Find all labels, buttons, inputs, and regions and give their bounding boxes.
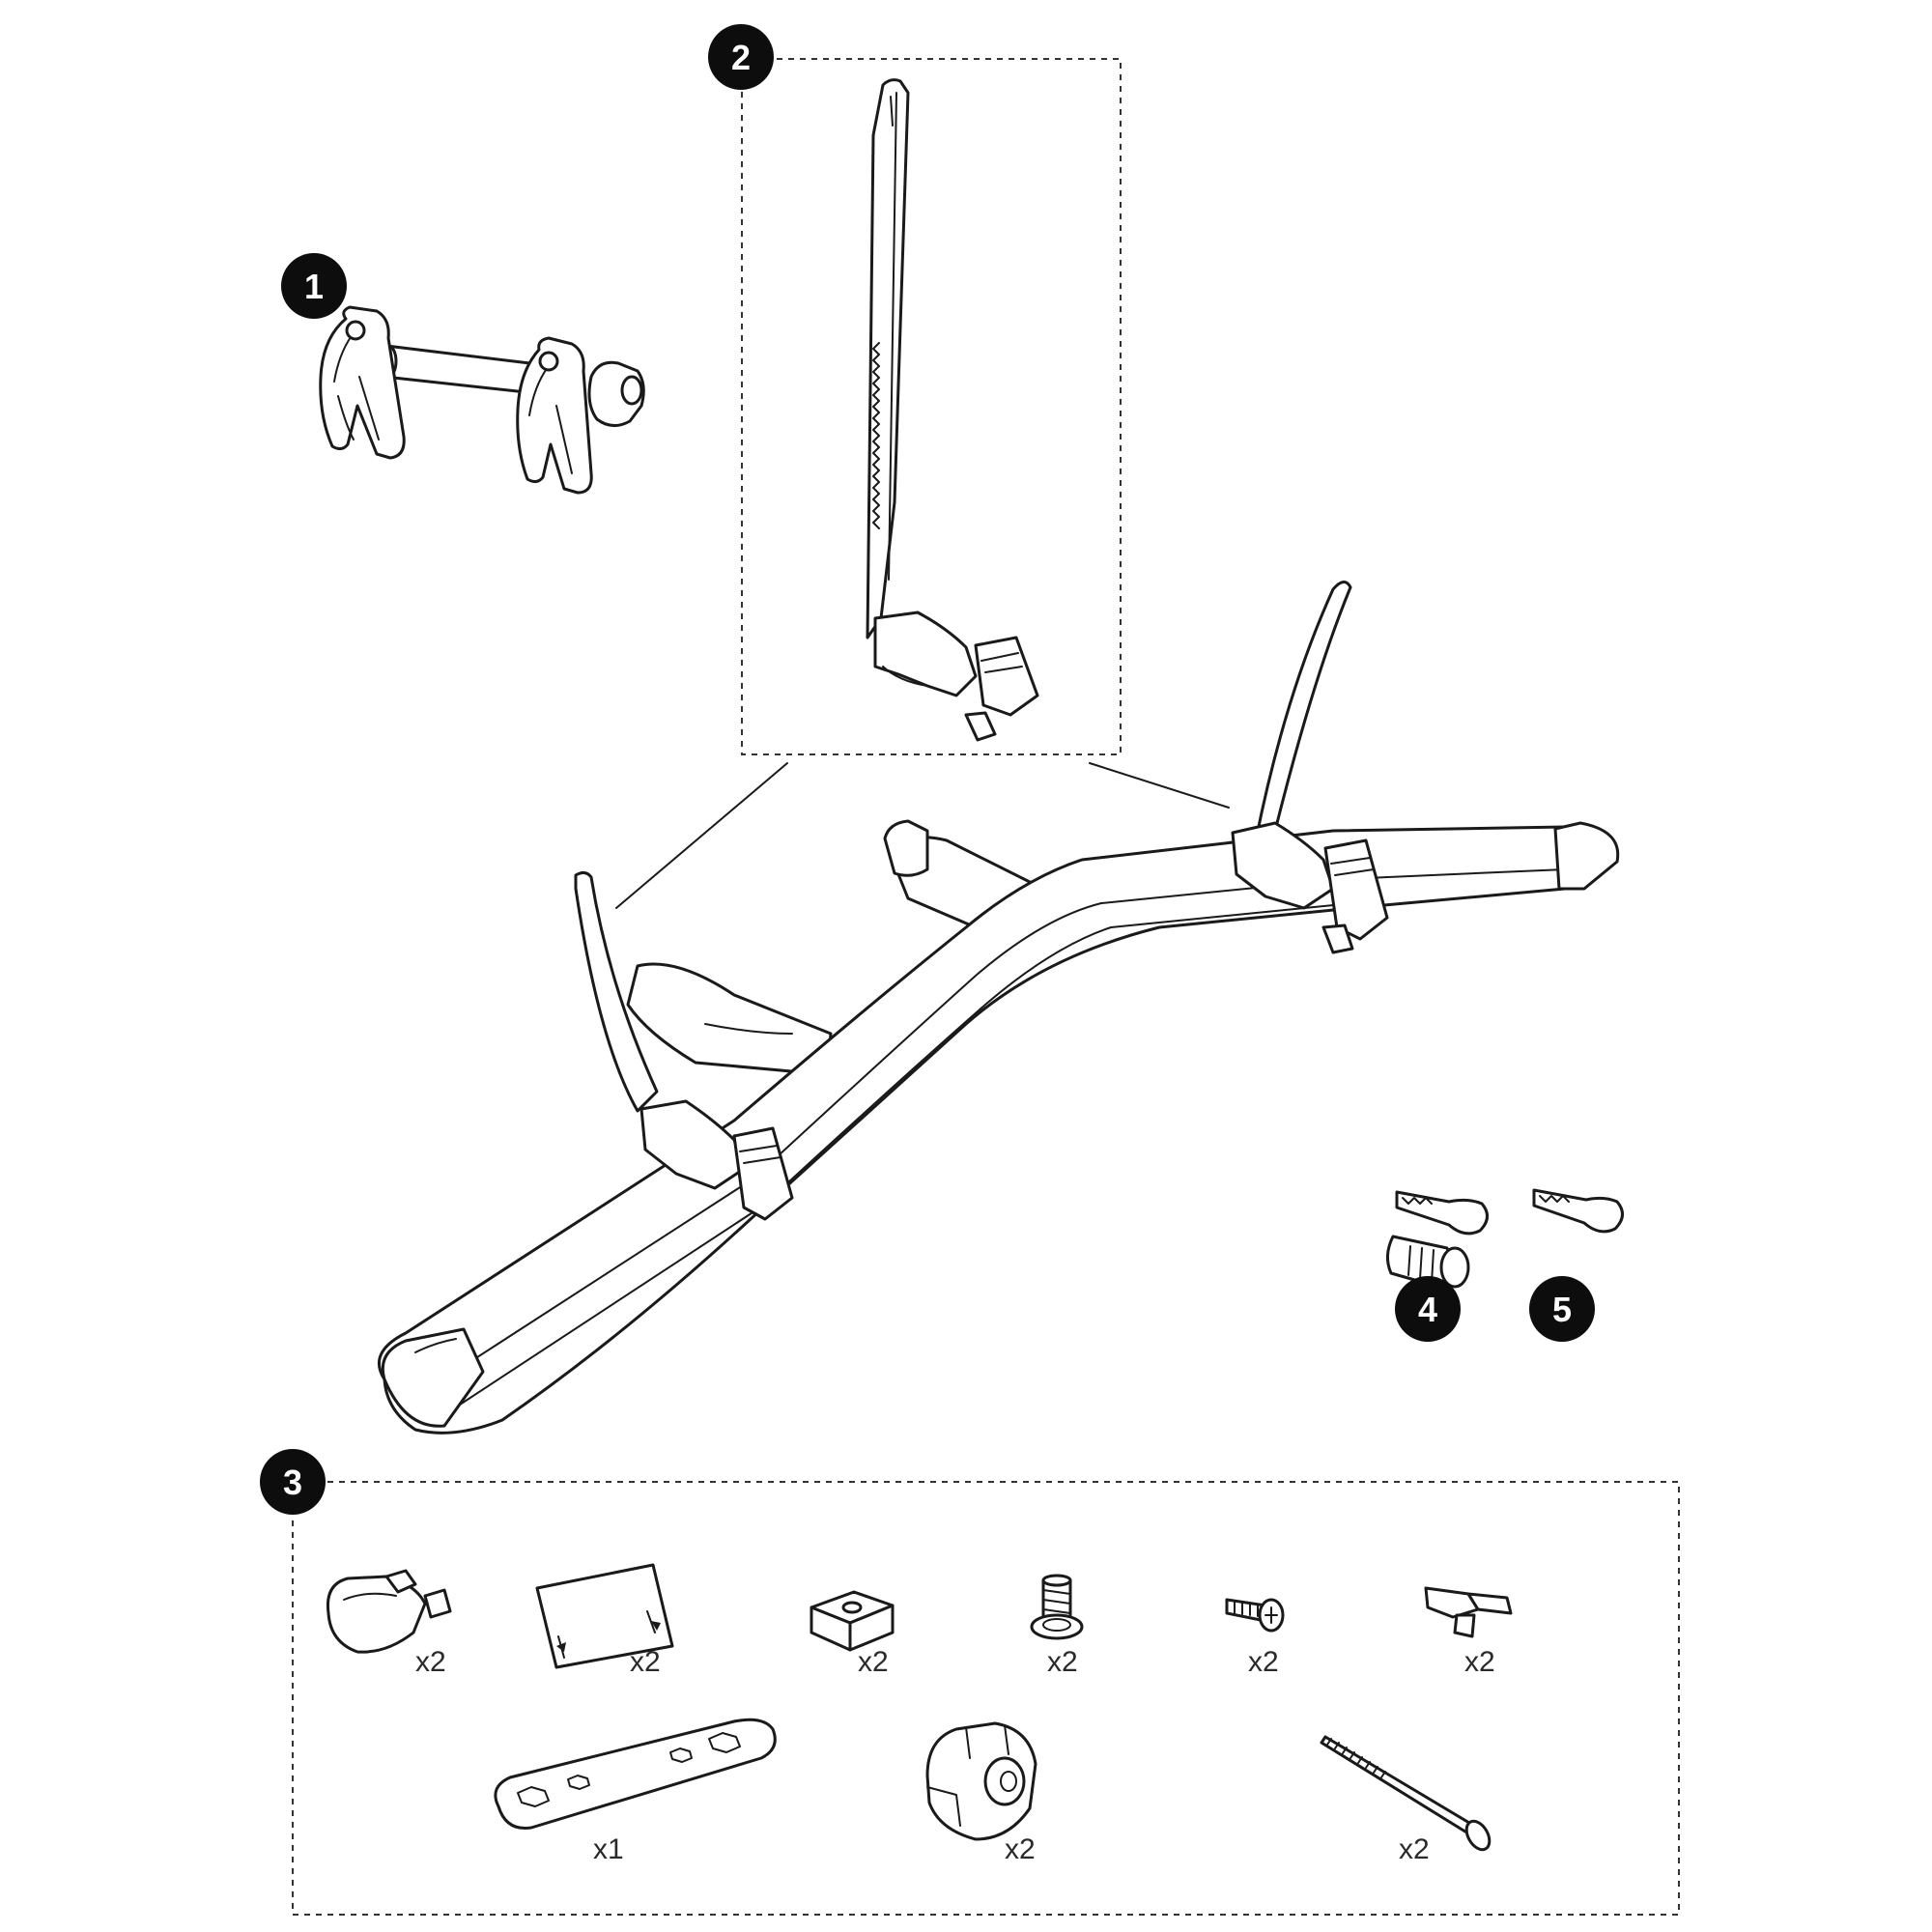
square-nut-qty: x2	[858, 1646, 889, 1678]
strap-clip-icon	[1424, 1586, 1513, 1638]
washer-bolt-qty: x2	[1047, 1646, 1078, 1678]
square-nut-icon	[810, 1590, 895, 1652]
frame-arm-icon	[866, 78, 1039, 742]
svg-text:3: 3	[283, 1463, 302, 1502]
svg-text:5: 5	[1552, 1290, 1572, 1329]
svg-text:1: 1	[304, 267, 324, 306]
long-bolt-icon	[1320, 1735, 1492, 1852]
knob-qty: x2	[1005, 1833, 1036, 1865]
washer-bolt-icon	[1030, 1574, 1084, 1640]
part-3-box	[292, 1481, 1680, 1916]
wheel-clamp-icon	[319, 305, 645, 495]
screw-icon	[1225, 1598, 1285, 1633]
long-bolt-qty: x2	[1399, 1833, 1430, 1865]
callout-badge-4: 4	[1395, 1276, 1461, 1342]
end-cap-qty: x2	[415, 1646, 446, 1678]
leader-line-left	[615, 762, 788, 909]
svg-text:2: 2	[731, 38, 751, 77]
callout-badge-5: 5	[1529, 1276, 1595, 1342]
key-icon	[1395, 1190, 1489, 1236]
wrench-icon	[494, 1718, 777, 1831]
part-2-box	[741, 58, 1122, 755]
lock-cylinder-icon	[1386, 1235, 1470, 1291]
callout-badge-3: 3	[260, 1449, 326, 1515]
callout-badge-2: 2	[708, 24, 774, 90]
screw-qty: x2	[1248, 1646, 1279, 1678]
strap-clip-qty: x2	[1464, 1646, 1495, 1678]
callout-badge-1: 1	[281, 253, 347, 319]
wrench-qty: x1	[593, 1833, 624, 1865]
sticker-qty: x2	[630, 1646, 661, 1678]
svg-text:4: 4	[1418, 1290, 1437, 1329]
leader-line-right	[1089, 762, 1230, 809]
carrier-rail-icon	[377, 581, 1620, 1435]
end-cap-icon	[326, 1569, 452, 1654]
key-icon	[1532, 1188, 1624, 1234]
knob-icon	[925, 1721, 1037, 1841]
sticker-icon	[535, 1563, 674, 1669]
